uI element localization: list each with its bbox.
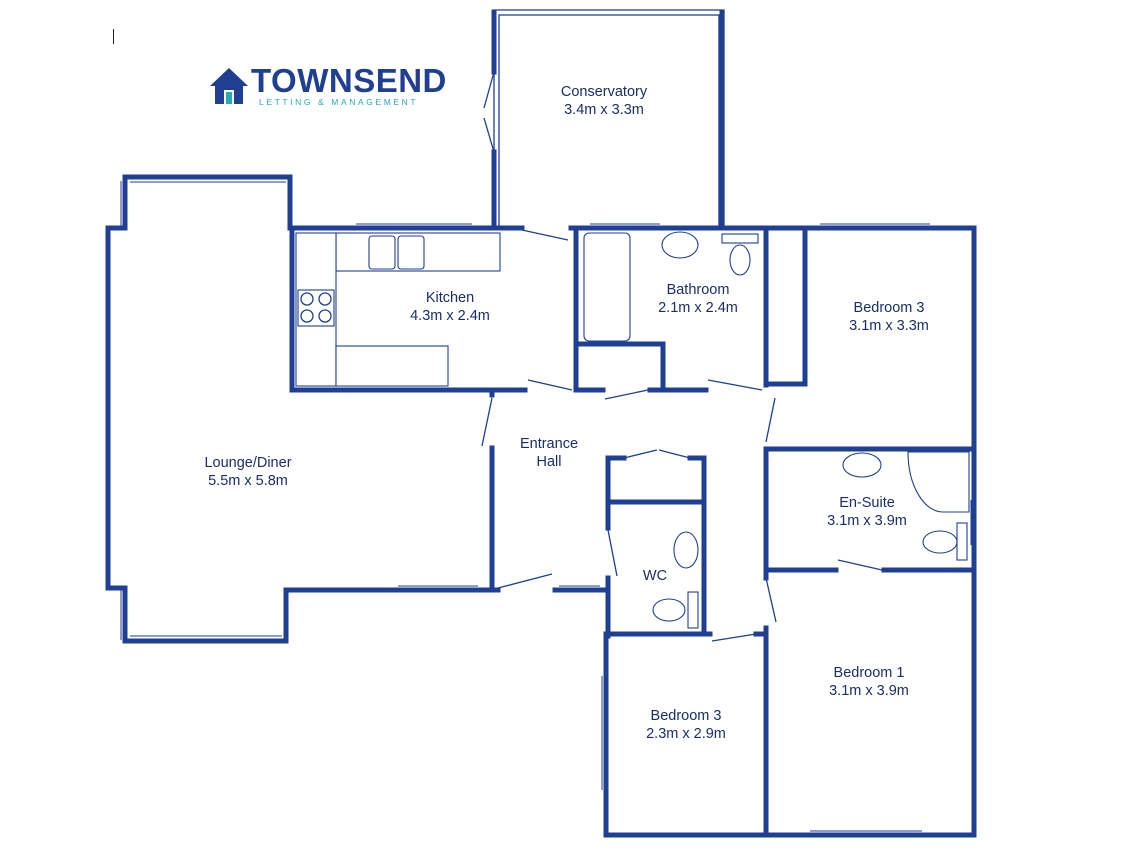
- conservatory-size: 3.4m x 3.3m: [564, 102, 644, 118]
- sink-bowl-right: [397, 235, 425, 270]
- bedroom3-bottom-size: 2.3m x 2.9m: [646, 726, 726, 742]
- entrance-hall-line1: Entrance: [520, 436, 578, 452]
- bedroom3-top-name: Bedroom 3: [854, 300, 925, 316]
- shower-icon: [907, 451, 970, 513]
- entrance-walls: [497, 573, 609, 593]
- lounge-name: Lounge/Diner: [204, 455, 291, 471]
- kitchen-name: Kitchen: [426, 290, 474, 306]
- bathroom-walls: [568, 223, 977, 400]
- wc-name: WC: [643, 568, 667, 584]
- toilet-bowl-icon: [729, 244, 751, 276]
- bedroom3-top-size: 3.1m x 3.3m: [849, 318, 929, 334]
- bathroom-size: 2.1m x 2.4m: [658, 300, 738, 316]
- bedroom1-size: 3.1m x 3.9m: [829, 683, 909, 699]
- logo-wordmark: TOWNSEND: [251, 62, 447, 99]
- wc-basin-icon: [673, 531, 699, 569]
- bedroom3-bottom-walls: [601, 631, 769, 838]
- toilet-cistern-icon: [721, 233, 759, 244]
- bedroom3-top-walls: [763, 223, 977, 838]
- washbasin-icon: [661, 231, 699, 259]
- hob-icon: [297, 289, 335, 327]
- conservatory-name: Conservatory: [561, 84, 648, 100]
- ensuite-toilet-cistern-icon: [956, 522, 968, 561]
- lounge-size: 5.5m x 5.8m: [208, 473, 288, 489]
- conservatory-walls: [483, 9, 725, 231]
- kitchen-size: 4.3m x 2.4m: [410, 308, 490, 324]
- wc-walls: [605, 449, 707, 639]
- ensuite-basin-icon: [842, 452, 882, 478]
- house-logo-icon: [210, 68, 248, 104]
- ensuite-name: En-Suite: [839, 495, 895, 511]
- wc-toilet-cistern-icon: [687, 591, 699, 629]
- entrance-hall-line2: Hall: [537, 454, 562, 470]
- room-labels: Conservatory 3.4m x 3.3m Kitchen 4.3m x …: [204, 84, 928, 742]
- logo-tagline: LETTING & MANAGEMENT: [259, 97, 418, 107]
- wc-toilet-bowl-icon: [652, 598, 686, 622]
- text-cursor: [113, 29, 114, 44]
- bathroom-name: Bathroom: [667, 282, 730, 298]
- sink-bowl-left: [368, 235, 396, 270]
- kitchen-worktop-bottom: [335, 345, 449, 387]
- bedroom1-name: Bedroom 1: [834, 665, 905, 681]
- ensuite-toilet-bowl-icon: [922, 530, 958, 554]
- bathtub-icon: [583, 232, 631, 342]
- ensuite-walls: [763, 446, 977, 581]
- bedroom3-bottom-name: Bedroom 3: [651, 708, 722, 724]
- townsend-logo: TOWNSEND LETTING & MANAGEMENT: [210, 62, 447, 107]
- kitchen-walls: [287, 223, 573, 393]
- bedroom1-walls: [603, 577, 977, 838]
- ensuite-size: 3.1m x 3.9m: [827, 513, 907, 529]
